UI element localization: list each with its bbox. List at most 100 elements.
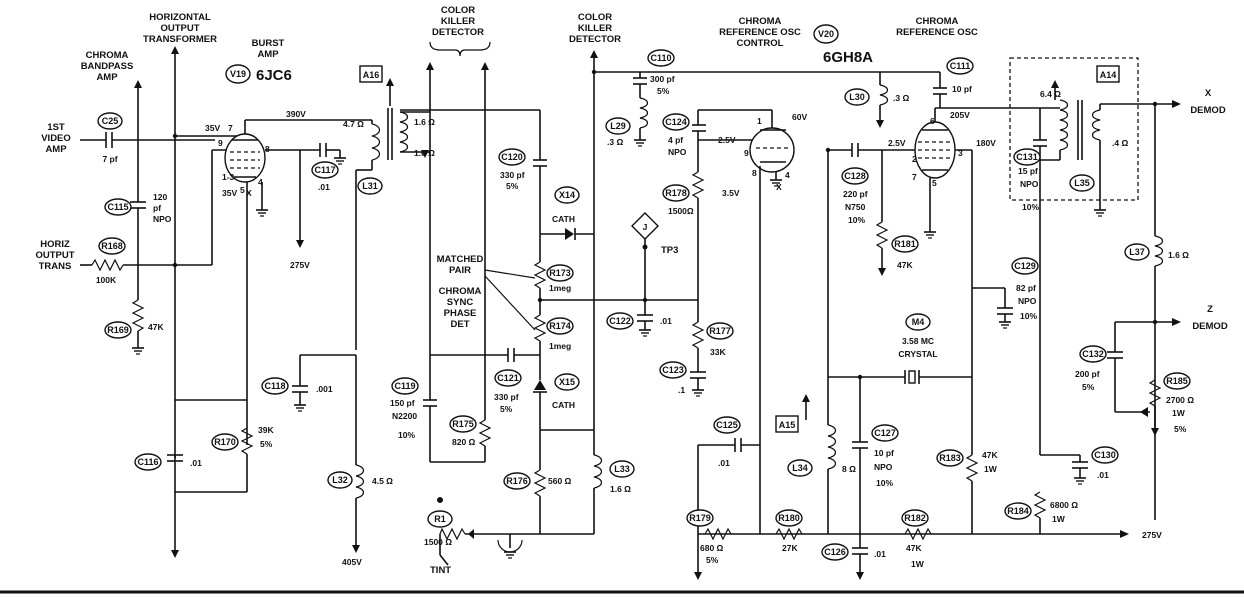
- svg-text:NPO: NPO: [153, 214, 172, 224]
- svg-text:33K: 33K: [710, 347, 726, 357]
- voltage-180v: 180V: [976, 138, 996, 148]
- svg-text:8: 8: [752, 168, 757, 178]
- svg-text:27K: 27K: [782, 543, 798, 553]
- svg-text:NPO: NPO: [668, 147, 687, 157]
- svg-text:47K: 47K: [906, 543, 922, 553]
- svg-text:CATH: CATH: [552, 400, 575, 410]
- svg-text:C117: C117: [314, 165, 335, 175]
- l31-inductor: 4.7 Ω L31: [343, 119, 383, 195]
- svg-text:C119: C119: [394, 381, 415, 391]
- svg-text:39K: 39K: [258, 425, 274, 435]
- svg-text:9: 9: [218, 138, 223, 148]
- module-a15: A15: [775, 415, 799, 433]
- svg-text:1: 1: [757, 116, 762, 126]
- l37-inductor: L37 1.6 Ω: [1124, 243, 1189, 261]
- svg-text:REFERENCE OSC: REFERENCE OSC: [719, 27, 801, 38]
- svg-text:4: 4: [785, 170, 790, 180]
- l29-inductor: L29 .3 Ω: [605, 117, 631, 147]
- svg-text:CHROMA: CHROMA: [739, 16, 782, 27]
- voltage-390v: 390V: [286, 109, 306, 119]
- r174-resistor: R174 1meg: [546, 317, 574, 351]
- svg-text:6800 Ω: 6800 Ω: [1050, 500, 1078, 510]
- svg-text:1-3: 1-3: [222, 172, 235, 182]
- svg-text:R169: R169: [107, 325, 129, 335]
- svg-text:10%: 10%: [848, 215, 865, 225]
- svg-text:C120: C120: [501, 152, 523, 162]
- svg-text:10%: 10%: [1020, 311, 1037, 321]
- r184-resistor: R184 6800 Ω 1W: [1004, 500, 1078, 524]
- svg-text:OUTPUT: OUTPUT: [35, 250, 74, 261]
- svg-text:.1: .1: [678, 385, 685, 395]
- svg-text:5%: 5%: [1082, 382, 1095, 392]
- c130-capacitor: C130 .01: [1091, 446, 1119, 480]
- svg-text:8: 8: [265, 144, 270, 154]
- r173-resistor: R173 1meg: [546, 264, 574, 293]
- svg-text:R178: R178: [665, 188, 687, 198]
- r182-resistor: R182 47K 1W: [901, 509, 929, 569]
- svg-text:10%: 10%: [398, 430, 415, 440]
- svg-text:C118: C118: [264, 381, 285, 391]
- voltage-275v-right: 275V: [1142, 530, 1162, 540]
- svg-text:L30: L30: [849, 92, 865, 102]
- c123-capacitor: C123 .1: [659, 361, 687, 395]
- svg-text:7: 7: [228, 123, 233, 133]
- l34-inductor: L34 8 Ω: [787, 459, 856, 477]
- svg-text:R185: R185: [1166, 376, 1188, 386]
- svg-text:220 pf: 220 pf: [843, 189, 868, 199]
- svg-text:7: 7: [912, 172, 917, 182]
- svg-text:R1: R1: [434, 514, 446, 524]
- svg-text:.01: .01: [1097, 470, 1109, 480]
- svg-text:1W: 1W: [1172, 408, 1186, 418]
- svg-text:10%: 10%: [1022, 202, 1039, 212]
- svg-text:R180: R180: [778, 513, 800, 523]
- svg-text:NPO: NPO: [1018, 296, 1037, 306]
- svg-text:1meg: 1meg: [549, 283, 571, 293]
- svg-text:5%: 5%: [506, 181, 519, 191]
- svg-text:C110: C110: [650, 53, 671, 63]
- svg-text:X: X: [776, 182, 782, 192]
- svg-text:C127: C127: [874, 428, 896, 438]
- c110-capacitor: C110 300 pf 5%: [647, 49, 675, 96]
- svg-text:AMP: AMP: [96, 72, 118, 83]
- svg-text:82 pf: 82 pf: [1016, 283, 1036, 293]
- c118-capacitor: C118 .001: [261, 377, 333, 395]
- heading-horizontal-output-transformer: HORIZONTAL OUTPUT TRANSFORMER: [143, 12, 217, 45]
- svg-text:C123: C123: [662, 365, 684, 375]
- svg-text:200 pf: 200 pf: [1075, 369, 1100, 379]
- r178-resistor: R178 1500Ω: [662, 184, 694, 216]
- svg-text:A14: A14: [1100, 70, 1117, 80]
- svg-text:1.6 Ω: 1.6 Ω: [414, 117, 435, 127]
- voltage-2-5v-left: 2.5V: [718, 135, 736, 145]
- svg-text:CHROMA: CHROMA: [86, 50, 129, 61]
- svg-text:CONTROL: CONTROL: [737, 38, 784, 49]
- svg-text:4.5 Ω: 4.5 Ω: [372, 476, 393, 486]
- svg-text:NPO: NPO: [1020, 179, 1039, 189]
- r169-resistor: R169 47K: [104, 321, 164, 339]
- svg-text:560 Ω: 560 Ω: [548, 476, 572, 486]
- r177-resistor: R177 33K: [706, 322, 734, 357]
- svg-text:1W: 1W: [911, 559, 925, 569]
- svg-text:6: 6: [930, 116, 935, 126]
- svg-text:1ST: 1ST: [47, 122, 65, 133]
- svg-text:9: 9: [744, 148, 749, 158]
- tube-v19: 7 9 1-3 5 4 8 X: [218, 123, 270, 198]
- c129-capacitor: C129 82 pf NPO 10%: [1011, 257, 1039, 321]
- svg-text:300 pf: 300 pf: [650, 74, 675, 84]
- svg-text:47K: 47K: [897, 260, 913, 270]
- svg-text:VIDEO: VIDEO: [41, 133, 71, 144]
- r180-resistor: R180 27K: [775, 509, 803, 553]
- svg-text:C121: C121: [497, 373, 519, 383]
- voltage-3-5v-cathode: 3.5V: [722, 188, 740, 198]
- svg-text:.01: .01: [190, 458, 202, 468]
- test-point-tp3: J TP3: [631, 212, 678, 256]
- svg-text:C124: C124: [665, 117, 687, 127]
- svg-text:C111: C111: [950, 61, 971, 71]
- tube-v20-pentode: 6 2 3 7 5: [912, 116, 963, 188]
- c122-capacitor: C122 .01: [606, 312, 672, 330]
- svg-text:1.6 Ω: 1.6 Ω: [610, 484, 631, 494]
- svg-text:4: 4: [258, 177, 263, 187]
- svg-text:COLOR: COLOR: [441, 5, 475, 16]
- svg-text:4.7 Ω: 4.7 Ω: [343, 119, 364, 129]
- svg-text:C25: C25: [102, 116, 119, 126]
- svg-text:R177: R177: [709, 326, 731, 336]
